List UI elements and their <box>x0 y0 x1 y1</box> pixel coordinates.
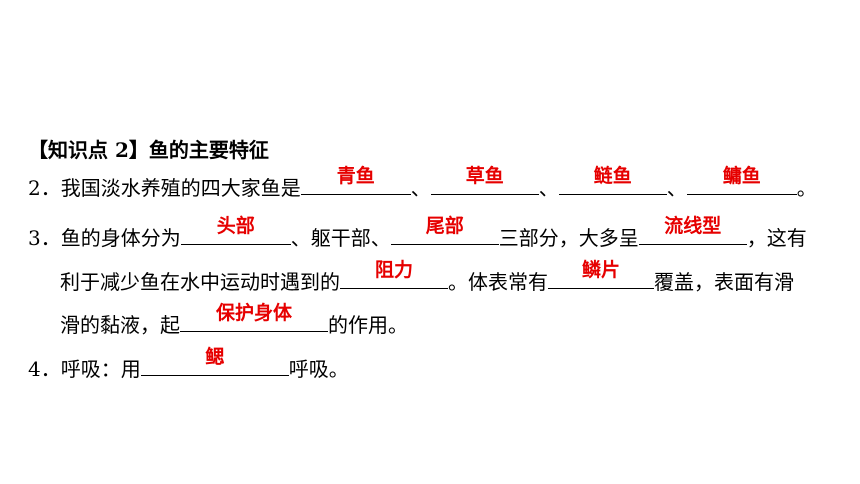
answer-text: 鲢鱼 <box>593 165 632 187</box>
question-4: 4．呼吸：用 鳃呼吸。 <box>28 346 349 381</box>
question-text: 鱼的身体分为 <box>60 226 181 250</box>
question-text: 呼吸。 <box>288 357 349 381</box>
question-text: 的作用。 <box>328 313 408 337</box>
question-text: 三部分，大多呈 <box>498 226 639 250</box>
question-text: 我国淡水养殖的四大家鱼是 <box>60 176 301 200</box>
question-number: 2． <box>28 176 61 200</box>
answer-text: 青鱼 <box>336 165 375 187</box>
question-number: 4． <box>28 357 61 381</box>
question-3-line-2: 利于减少鱼在水中运动时遇到的 阻力。体表常有 鳞片覆盖，表面有滑 <box>60 259 794 294</box>
answer-blank[interactable]: 阻力 <box>340 259 448 289</box>
answer-text: 头部 <box>216 215 255 237</box>
question-text: 、躯干部、 <box>290 226 391 250</box>
answer-text: 草鱼 <box>465 165 504 187</box>
separator: 、 <box>538 176 559 200</box>
question-3-line-3: 滑的黏液，起 保护身体的作用。 <box>60 302 408 337</box>
question-3: 3．鱼的身体分为 头部、躯干部、 尾部三部分，大多呈 流线型 ，这有 <box>28 215 807 250</box>
answer-blank[interactable]: 鲢鱼 <box>558 165 667 195</box>
separator: 、 <box>666 176 687 200</box>
question-text: ，这有 <box>746 226 807 250</box>
sentence-end: 。 <box>796 176 817 200</box>
answer-text: 鳞片 <box>581 259 620 281</box>
answer-blank[interactable]: 流线型 <box>638 215 747 245</box>
answer-blank[interactable]: 鳙鱼 <box>686 165 797 195</box>
answer-text: 流线型 <box>664 215 722 237</box>
answer-blank[interactable]: 保护身体 <box>180 302 328 332</box>
answer-blank[interactable]: 头部 <box>180 215 291 245</box>
question-text: 覆盖，表面有滑 <box>654 270 794 294</box>
answer-text: 尾部 <box>425 215 464 237</box>
answer-text: 阻力 <box>374 259 413 281</box>
question-text: 利于减少鱼在水中运动时遇到的 <box>60 270 340 294</box>
answer-blank[interactable]: 草鱼 <box>430 165 539 195</box>
question-text: 。体表常有 <box>448 270 548 294</box>
answer-text: 鳃 <box>205 346 225 368</box>
answer-text: 鳙鱼 <box>722 165 761 187</box>
answer-blank[interactable]: 鳞片 <box>548 259 654 289</box>
answer-blank[interactable]: 鳃 <box>140 346 289 376</box>
question-text: 呼吸：用 <box>60 357 141 381</box>
answer-text: 保护身体 <box>215 302 292 324</box>
question-text: 滑的黏液，起 <box>60 313 180 337</box>
separator: 、 <box>410 176 431 200</box>
question-number: 3． <box>28 226 61 250</box>
question-2: 2．我国淡水养殖的四大家鱼是 青鱼、 草鱼、 鲢鱼、 鳙鱼。 <box>28 165 817 200</box>
answer-blank[interactable]: 尾部 <box>390 215 499 245</box>
section-heading: 【知识点 2】鱼的主要特征 <box>28 138 269 162</box>
answer-blank[interactable]: 青鱼 <box>300 165 411 195</box>
